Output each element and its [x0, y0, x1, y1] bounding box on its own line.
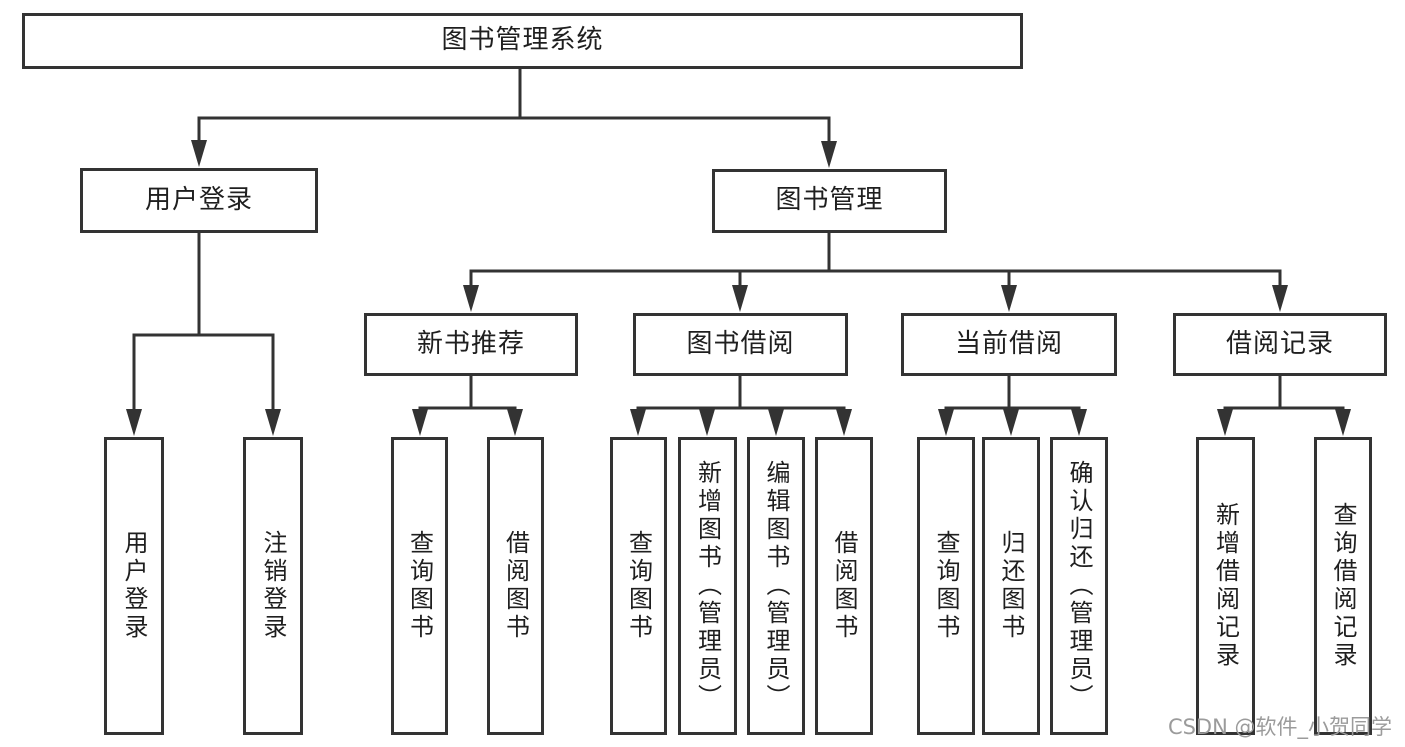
node-label: 用户登录	[144, 184, 253, 215]
node-book-management: 图书管理	[712, 169, 947, 233]
leaf-cb-confirm-return-admin: 确认归还（管理员）	[1050, 437, 1108, 735]
arrowhead	[412, 409, 428, 436]
arrowhead	[699, 409, 715, 436]
node-label: 借阅图书	[830, 530, 858, 642]
arrowhead	[1003, 409, 1019, 436]
arrowhead	[126, 409, 142, 436]
node-user-login: 用户登录	[80, 168, 318, 233]
node-label: 图书管理系统	[441, 25, 604, 56]
leaf-br-query-record: 查询借阅记录	[1314, 437, 1372, 735]
leaf-nbr-query-books: 查询图书	[391, 437, 448, 735]
leaf-bb-add-book-admin: 新增图书（管理员）	[678, 437, 737, 735]
node-label: 查询图书	[932, 530, 960, 642]
node-label: 新增图书（管理员）	[693, 460, 722, 712]
arrowhead	[1001, 285, 1017, 312]
leaf-bb-borrow-books: 借阅图书	[815, 437, 873, 735]
leaf-bb-edit-book-admin: 编辑图书（管理员）	[747, 437, 805, 735]
node-root-system: 图书管理系统	[22, 13, 1023, 69]
arrowhead	[836, 409, 852, 436]
arrowhead	[507, 409, 523, 436]
node-current-borrowing: 当前借阅	[901, 313, 1117, 376]
node-label: 用户登录	[120, 530, 148, 642]
arrowhead	[265, 409, 281, 436]
arrowhead	[1272, 285, 1288, 312]
arrowhead	[1217, 409, 1233, 436]
arrowhead	[732, 285, 748, 312]
leaf-bb-query-books: 查询图书	[610, 437, 667, 735]
node-label: 注销登录	[259, 530, 287, 642]
node-label: 查询图书	[405, 530, 434, 642]
leaf-br-add-record: 新增借阅记录	[1196, 437, 1255, 735]
node-label: 查询借阅记录	[1329, 502, 1357, 670]
node-label: 确认归还（管理员）	[1065, 460, 1093, 712]
node-label: 新书推荐	[416, 328, 525, 359]
leaf-cb-query-books: 查询图书	[917, 437, 975, 735]
node-label: 借阅图书	[501, 530, 530, 642]
node-label: 当前借阅	[954, 328, 1063, 359]
node-label: 图书借阅	[686, 328, 795, 359]
node-label: 图书管理	[775, 185, 884, 216]
node-borrowing-records: 借阅记录	[1173, 313, 1387, 376]
arrowhead	[1335, 409, 1351, 436]
node-label: 归还图书	[997, 530, 1025, 642]
leaf-logout: 注销登录	[243, 437, 303, 735]
csdn-watermark: CSDN @软件_小贺同学	[1167, 715, 1392, 739]
arrowhead	[821, 141, 837, 168]
arrowhead	[630, 409, 646, 436]
node-label: 编辑图书（管理员）	[762, 460, 790, 712]
node-book-borrowing: 图书借阅	[633, 313, 848, 376]
arrowhead	[938, 409, 954, 436]
node-label: 借阅记录	[1225, 328, 1334, 359]
arrowhead	[768, 409, 784, 436]
leaf-cb-return-books: 归还图书	[982, 437, 1040, 735]
node-label: 查询图书	[624, 530, 653, 642]
arrowhead	[191, 140, 207, 167]
arrowhead	[1071, 409, 1087, 436]
node-new-book-recommendation: 新书推荐	[364, 313, 578, 376]
leaf-nbr-borrow-books: 借阅图书	[487, 437, 544, 735]
node-label: 新增借阅记录	[1211, 502, 1240, 670]
leaf-user-login: 用户登录	[104, 437, 164, 735]
arrowhead	[463, 285, 479, 312]
